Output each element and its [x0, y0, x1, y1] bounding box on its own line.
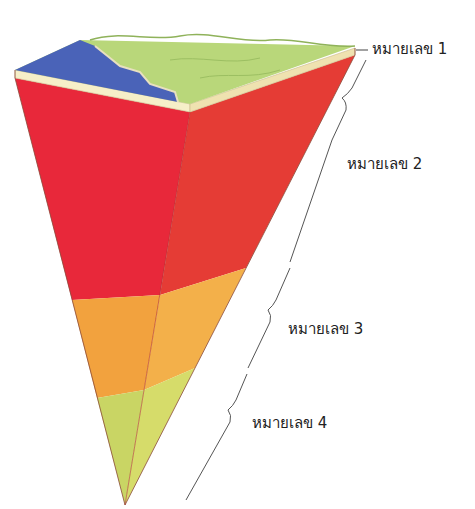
wedge-outline — [15, 48, 355, 505]
side-layer-3 — [144, 268, 246, 390]
wedge-edge — [125, 112, 190, 505]
callout-number: หมายเลข 4 — [250, 414, 329, 432]
ocean-surface — [15, 40, 178, 102]
land-surface — [15, 40, 355, 104]
callout-number: หมายเลข 3 — [286, 320, 365, 338]
leader-line — [356, 50, 368, 51]
land-ridge — [90, 34, 355, 46]
bracket-4 — [186, 374, 247, 500]
coast-line — [95, 46, 178, 102]
land-relief — [170, 58, 280, 78]
front-layer-2 — [15, 78, 190, 300]
callout-number: หมายเลข 2 — [345, 155, 424, 173]
callout-number: หมายเลข 1 — [370, 40, 449, 58]
bracket-3 — [248, 268, 290, 368]
